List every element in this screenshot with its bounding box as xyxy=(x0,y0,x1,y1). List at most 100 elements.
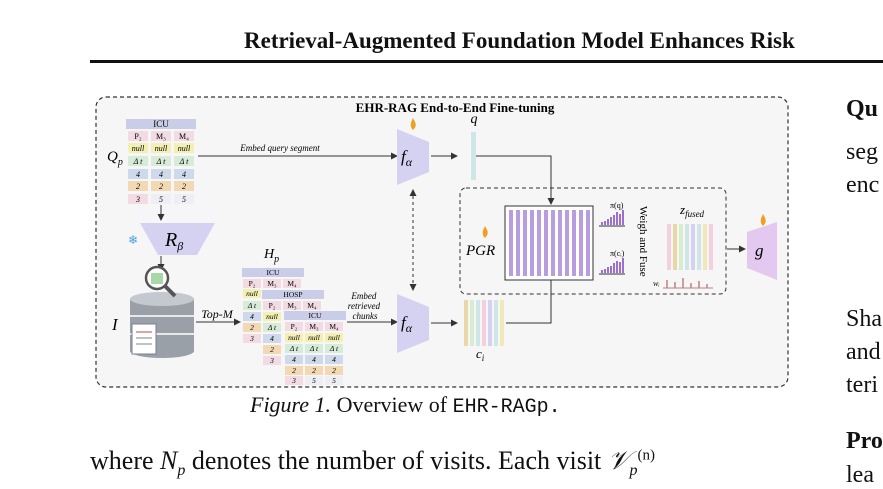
q-label: q xyxy=(471,112,478,127)
ci-label: ci xyxy=(476,346,485,363)
svg-text:M₄: M₄ xyxy=(287,279,297,288)
svg-text:HOSP: HOSP xyxy=(283,290,302,299)
svg-text:2: 2 xyxy=(332,366,336,375)
snowflake-icon: ❄ xyxy=(128,233,138,247)
svg-text:4: 4 xyxy=(270,334,274,343)
svg-text:3: 3 xyxy=(269,356,274,365)
svg-text:4: 4 xyxy=(136,170,140,179)
svg-text:P₂: P₂ xyxy=(291,322,298,331)
figure-1-diagram: EHR-RAG End-to-End Fine-tuning ICU P₂ M₃… xyxy=(95,96,789,388)
svg-text:null: null xyxy=(178,144,191,153)
running-header: Retrieval-Augmented Foundation Model Enh… xyxy=(244,28,795,53)
svg-text:ICU: ICU xyxy=(267,268,281,277)
svg-text:4: 4 xyxy=(312,355,316,364)
wi-label: wᵢ xyxy=(653,279,660,288)
flame-icon xyxy=(410,118,416,130)
svg-text:ICU: ICU xyxy=(153,119,169,129)
right-col-heading-2: Pro xyxy=(846,428,883,454)
svg-text:2: 2 xyxy=(250,323,254,332)
magnifier-icon xyxy=(144,265,177,298)
svg-text:M₃: M₃ xyxy=(156,132,166,141)
embed-retrieved-label: Embed retrieved chunks xyxy=(348,291,382,321)
svg-text:Δ t: Δ t xyxy=(156,157,167,166)
pi-c-histogram xyxy=(601,258,624,273)
right-col-line: seg xyxy=(846,139,878,165)
svg-text:null: null xyxy=(132,144,145,153)
svg-text:M₃: M₃ xyxy=(267,279,277,288)
weigh-fuse-label: Weigh and Fuse xyxy=(637,206,649,277)
right-col-line: Sha xyxy=(846,306,882,332)
svg-text:5: 5 xyxy=(159,195,163,204)
svg-text:null: null xyxy=(266,312,278,321)
wi-histogram xyxy=(666,278,708,288)
svg-text:M₄: M₄ xyxy=(329,322,339,331)
svg-text:ICU: ICU xyxy=(309,311,323,320)
svg-text:null: null xyxy=(246,289,258,298)
svg-text:P₂: P₂ xyxy=(134,132,141,141)
g-head xyxy=(747,222,777,280)
svg-text:Δ t: Δ t xyxy=(133,157,144,166)
q-vector xyxy=(471,132,476,180)
svg-text:2: 2 xyxy=(136,182,140,191)
g-label: g xyxy=(755,241,764,260)
svg-text:null: null xyxy=(155,144,168,153)
figure-title: EHR-RAG End-to-End Fine-tuning xyxy=(356,100,555,115)
ci-vectors xyxy=(464,300,504,346)
figure-caption: Figure 1. Overview of EHR-RAGp. xyxy=(250,392,561,419)
svg-text:M₃: M₃ xyxy=(309,322,319,331)
svg-text:4: 4 xyxy=(332,355,336,364)
right-col-line: enc xyxy=(846,172,880,198)
svg-text:M₃: M₃ xyxy=(287,301,297,310)
svg-text:4: 4 xyxy=(250,312,254,321)
top-m-label: Top-M xyxy=(201,307,234,321)
right-col-heading-1: Qu xyxy=(846,96,879,122)
svg-text:null: null xyxy=(308,333,320,342)
svg-text:fα: fα xyxy=(401,313,413,335)
flame-icon xyxy=(760,214,766,226)
svg-text:2: 2 xyxy=(312,366,316,375)
svg-text:3: 3 xyxy=(135,195,140,204)
retriever-block xyxy=(140,223,215,255)
svg-text:Δ t: Δ t xyxy=(309,344,319,353)
pi-q-label: π(q) xyxy=(610,201,624,210)
svg-text:null: null xyxy=(328,333,340,342)
header-rule xyxy=(90,60,883,63)
database-icon xyxy=(130,292,194,358)
flame-icon xyxy=(482,226,488,238)
svg-text:3: 3 xyxy=(249,334,254,343)
svg-text:Δ t: Δ t xyxy=(267,323,277,332)
z-fused-vectors xyxy=(667,224,713,270)
hp-label: Hp xyxy=(263,247,279,265)
body-text-line: where Np denotes the number of visits. E… xyxy=(90,446,655,480)
svg-text:null: null xyxy=(288,333,300,342)
z-fused-label: zfused xyxy=(679,202,705,219)
pgr-label: PGR xyxy=(465,243,495,259)
right-col-line: and xyxy=(846,339,881,365)
right-col-line: teri xyxy=(846,372,878,398)
svg-text:2: 2 xyxy=(270,345,274,354)
svg-text:4: 4 xyxy=(292,355,296,364)
pgr-frame xyxy=(459,187,727,295)
svg-text:fα: fα xyxy=(401,147,413,169)
svg-text:5: 5 xyxy=(332,376,336,385)
encoder-top xyxy=(397,129,429,185)
svg-text:2: 2 xyxy=(182,182,186,191)
svg-text:5: 5 xyxy=(312,376,316,385)
svg-text:5: 5 xyxy=(182,195,186,204)
right-col-line: lea xyxy=(846,462,874,488)
svg-text:Δ t: Δ t xyxy=(247,301,257,310)
query-table: ICU P₂ M₃ M₄ null null null Δ t Δ t Δ t … xyxy=(126,119,196,204)
svg-text:Δ t: Δ t xyxy=(329,344,339,353)
svg-text:Δ t: Δ t xyxy=(289,344,299,353)
svg-text:M₄: M₄ xyxy=(179,132,189,141)
svg-text:4: 4 xyxy=(182,170,186,179)
query-label: Qp xyxy=(107,149,123,168)
svg-text:3: 3 xyxy=(291,376,296,385)
svg-text:2: 2 xyxy=(159,182,163,191)
index-label: I xyxy=(111,315,119,334)
svg-text:Rβ: Rβ xyxy=(164,229,183,253)
pi-c-label: π(cᵢ) xyxy=(610,249,625,258)
svg-text:4: 4 xyxy=(159,170,163,179)
embed-query-label: Embed query segment xyxy=(239,143,320,153)
svg-text:M₄: M₄ xyxy=(307,301,317,310)
